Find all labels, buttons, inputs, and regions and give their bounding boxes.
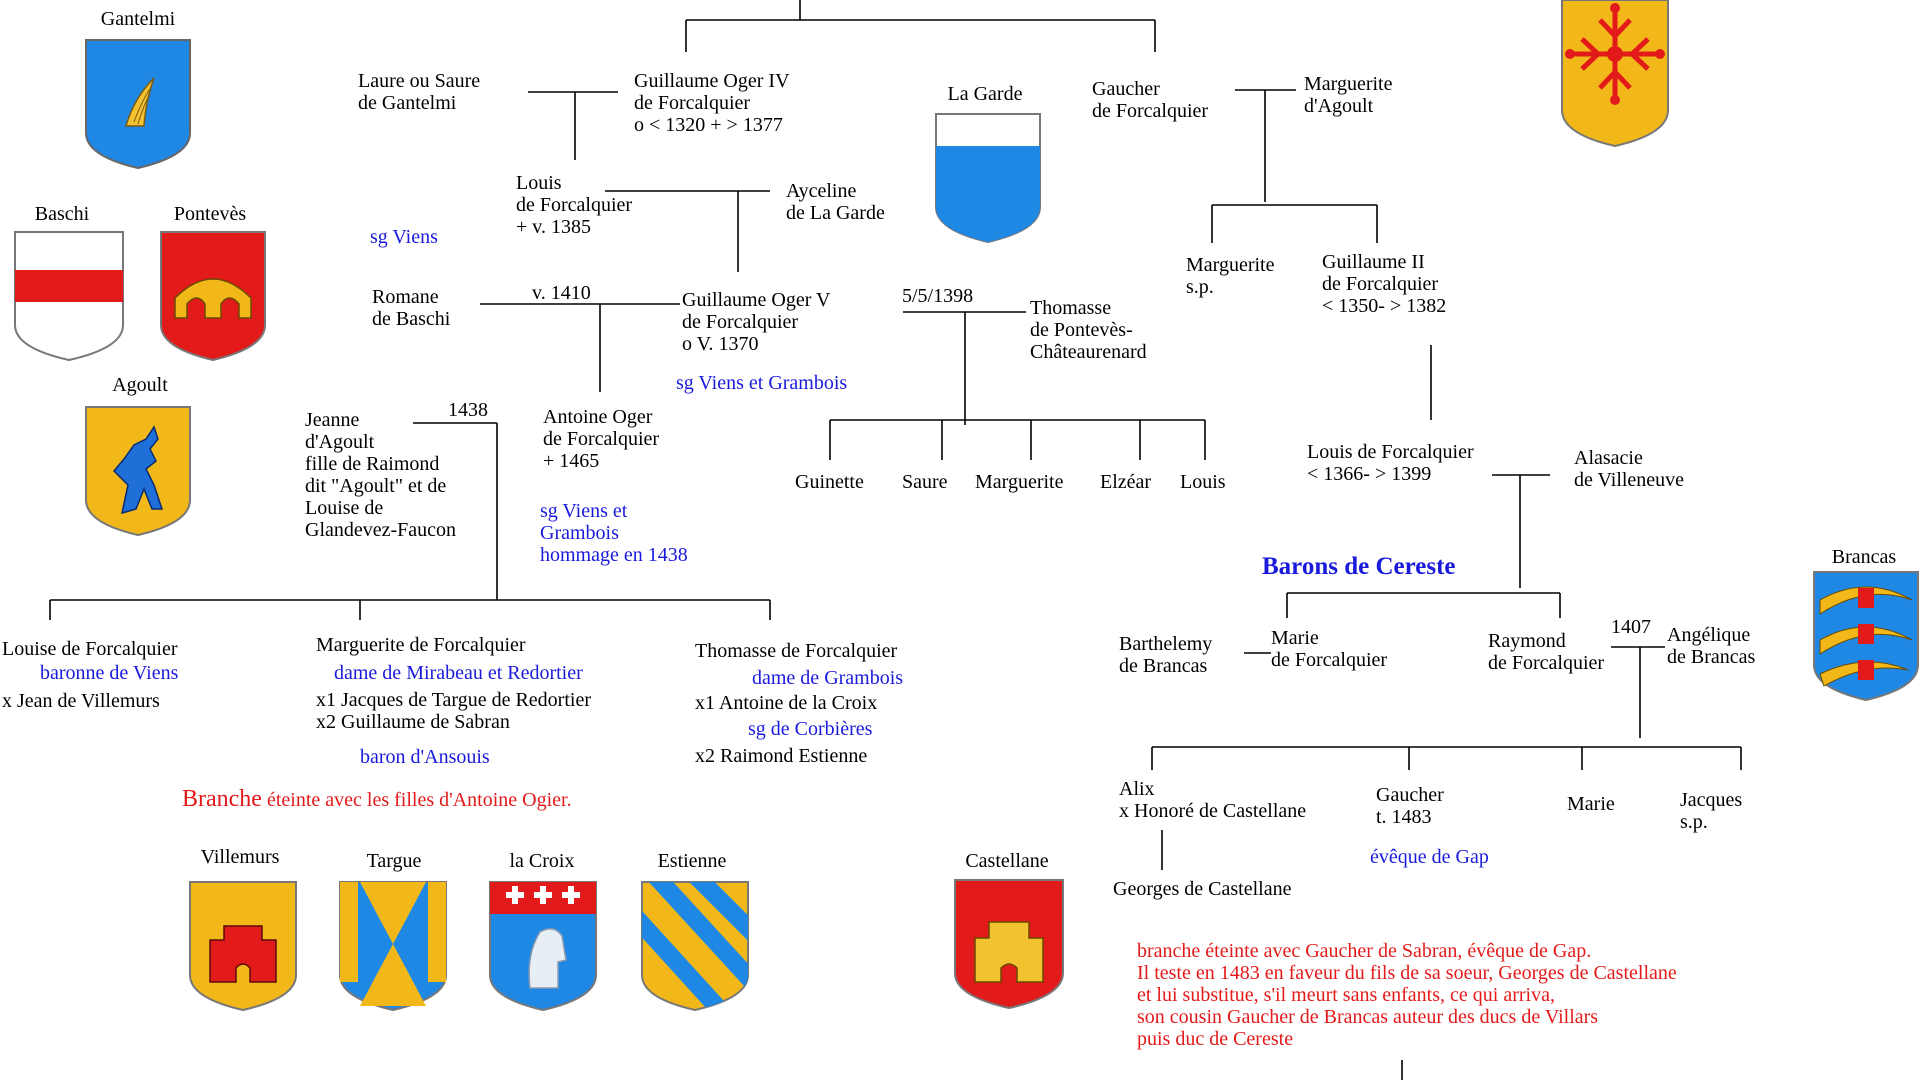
arms-label-la-croix: la Croix	[509, 850, 575, 872]
arms-label-gantelmi: Gantelmi	[100, 8, 176, 30]
spouses-marguerite: x1 Jacques de Targue de Redortier x2 Gui…	[316, 689, 591, 733]
castellane-shield-icon	[954, 879, 1064, 1010]
person-marie-de-forcalquier: Marie de Forcalquier	[1271, 627, 1388, 671]
child-saure: Saure	[902, 471, 948, 493]
arms-label-brancas: Brancas	[1831, 546, 1897, 568]
brancas-shield-icon	[1813, 571, 1919, 702]
note-gaucher-de-sabran: branche éteinte avec Gaucher de Sabran, …	[1137, 940, 1677, 1050]
person-georges-de-castellane: Georges de Castellane	[1113, 878, 1292, 900]
spouse-louise: x Jean de Villemurs	[2, 690, 160, 712]
person-barthelemy: Barthelemy de Brancas	[1119, 633, 1213, 677]
title-sg-viens: sg Viens	[370, 226, 438, 248]
marriage-date-1407: 1407	[1611, 616, 1651, 638]
child-alix: Alix x Honoré de Castellane	[1119, 778, 1307, 822]
spouse2-thomasse: x2 Raimond Estienne	[695, 745, 868, 767]
villemurs-shield-icon	[189, 881, 297, 1012]
la-croix-shield-icon	[489, 881, 597, 1012]
person-louis-de-forcalquier-1399: Louis de Forcalquier < 1366- > 1399	[1307, 441, 1474, 485]
person-romane: Romane de Baschi	[372, 286, 451, 330]
arms-label-la-garde: La Garde	[947, 83, 1023, 105]
note-branche-eteinte: Branche éteinte avec les filles d'Antoin…	[182, 786, 572, 812]
person-louis-de-forcalquier: Louis de Forcalquier + v. 1385	[516, 172, 633, 238]
heading-barons-de-cereste: Barons de Cereste	[1262, 553, 1456, 580]
title-eveque-de-gap: évêque de Gap	[1370, 846, 1489, 868]
person-guillaume-ii: Guillaume II de Forcalquier < 1350- > 13…	[1322, 251, 1447, 317]
child-louis: Louis	[1180, 471, 1226, 493]
child-guinette: Guinette	[795, 471, 864, 493]
arms-label-ponteves: Pontevès	[173, 203, 247, 225]
occitan-cross-shield-icon	[1561, 0, 1669, 148]
person-thomasse-de-ponteves: Thomasse de Pontevès- Châteaurenard	[1030, 297, 1147, 363]
targue-shield-icon	[339, 881, 447, 1012]
child-marie: Marie	[1567, 793, 1615, 815]
arms-label-baschi: Baschi	[34, 203, 90, 225]
estienne-shield-icon	[641, 881, 749, 1012]
person-guillaume-oger-iv: Guillaume Oger IV de Forcalquier o < 132…	[634, 70, 790, 136]
gantelmi-shield-icon	[85, 39, 191, 170]
arms-label-targue: Targue	[366, 850, 422, 872]
marriage-date-1410: v. 1410	[532, 282, 591, 304]
marriage-date-1438: 1438	[448, 399, 488, 421]
title-louise: baronne de Viens	[40, 662, 179, 684]
agoult-shield-icon	[85, 406, 191, 537]
person-guillaume-oger-v: Guillaume Oger V de Forcalquier o V. 137…	[682, 289, 831, 355]
person-antoine-oger: Antoine Oger de Forcalquier + 1465	[543, 406, 660, 472]
title-baron-d-ansouis: baron d'Ansouis	[360, 746, 490, 768]
person-laure: Laure ou Saure de Gantelmi	[358, 70, 481, 114]
baschi-shield-icon	[14, 231, 124, 362]
arms-label-castellane: Castellane	[965, 850, 1049, 872]
person-gaucher-de-forcalquier: Gaucher de Forcalquier	[1092, 78, 1209, 122]
la-garde-shield-icon	[935, 113, 1041, 244]
title-sg-de-corbieres: sg de Corbières	[748, 718, 873, 740]
note-branche-word: Branche	[182, 786, 262, 812]
person-ayceline: Ayceline de La Garde	[786, 180, 885, 224]
person-jeanne-d-agoult: Jeanne d'Agoult fille de Raimond dit "Ag…	[305, 409, 457, 541]
person-louise: Louise de Forcalquier	[2, 638, 178, 660]
person-marguerite-sp: Marguerite s.p.	[1186, 254, 1275, 298]
arms-label-estienne: Estienne	[657, 850, 727, 872]
title-antoine-sg: sg Viens et Grambois hommage en 1438	[540, 500, 688, 566]
note-branche-rest: éteinte avec les filles d'Antoine Ogier.	[261, 789, 572, 811]
person-alasacie: Alasacie de Villeneuve	[1574, 447, 1685, 491]
person-marguerite-d-agoult: Marguerite d'Agoult	[1304, 73, 1393, 117]
person-thomasse-de-forcalquier: Thomasse de Forcalquier	[695, 640, 898, 662]
arms-label-villemurs: Villemurs	[200, 846, 280, 868]
marriage-date-1398: 5/5/1398	[902, 285, 974, 307]
person-raymond: Raymond de Forcalquier	[1488, 630, 1605, 674]
title-marguerite: dame de Mirabeau et Redortier	[334, 662, 583, 684]
child-gaucher: Gaucher t. 1483	[1376, 784, 1444, 828]
person-angelique: Angélique de Brancas	[1667, 624, 1756, 668]
child-marguerite: Marguerite	[975, 471, 1064, 493]
title-thomasse: dame de Grambois	[752, 667, 904, 689]
spouse1-thomasse: x1 Antoine de la Croix	[695, 692, 878, 714]
child-jacques: Jacques s.p.	[1680, 789, 1743, 833]
arms-label-agoult: Agoult	[112, 374, 168, 396]
ponteves-shield-icon	[160, 231, 266, 362]
title-sg-viens-grambois: sg Viens et Grambois	[676, 372, 848, 394]
child-elzear: Elzéar	[1100, 471, 1152, 493]
person-marguerite-de-forcalquier: Marguerite de Forcalquier	[316, 634, 526, 656]
